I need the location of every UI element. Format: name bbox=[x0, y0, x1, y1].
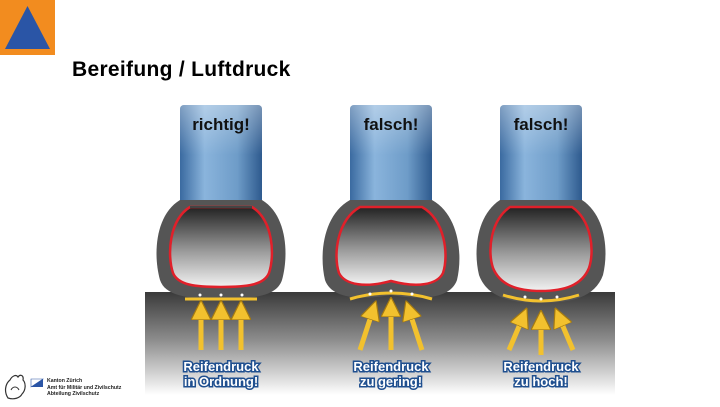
canton-zurich-logo bbox=[2, 368, 142, 402]
civil-protection-logo bbox=[0, 0, 55, 55]
caption-correct-line1: Reifendruck bbox=[183, 359, 259, 374]
caption-correct-line2: in Ordnung! bbox=[184, 374, 258, 389]
caption-underinflated-line1: Reifendruck bbox=[353, 359, 429, 374]
caption-underinflated-line2: zu gering! bbox=[360, 374, 422, 389]
caption-overinflated-line2: zu hoch! bbox=[514, 374, 567, 389]
header-correct: richtig! bbox=[192, 115, 250, 134]
footer-line-3: Abteilung Zivilschutz bbox=[47, 391, 100, 398]
page-title: Bereifung / Luftdruck bbox=[72, 58, 291, 81]
header-underinflated: falsch! bbox=[364, 115, 419, 134]
tire-underinflated bbox=[322, 105, 460, 351]
tire-pressure-diagram: richtig! falsch! falsch! Reifendruck in … bbox=[145, 105, 615, 395]
caption-overinflated-line1: Reifendruck bbox=[503, 359, 579, 374]
footer-line-1: Kanton Zürich bbox=[47, 378, 83, 384]
tire-correct bbox=[156, 105, 286, 350]
header-overinflated: falsch! bbox=[514, 115, 569, 134]
footer-line-2: Amt für Militär und Zivilschutz bbox=[47, 384, 122, 391]
tire-overinflated bbox=[476, 105, 606, 355]
footer-organization: Kanton Zürich Amt für Militär und Zivils… bbox=[47, 378, 121, 398]
blue-triangle-icon bbox=[5, 6, 50, 49]
